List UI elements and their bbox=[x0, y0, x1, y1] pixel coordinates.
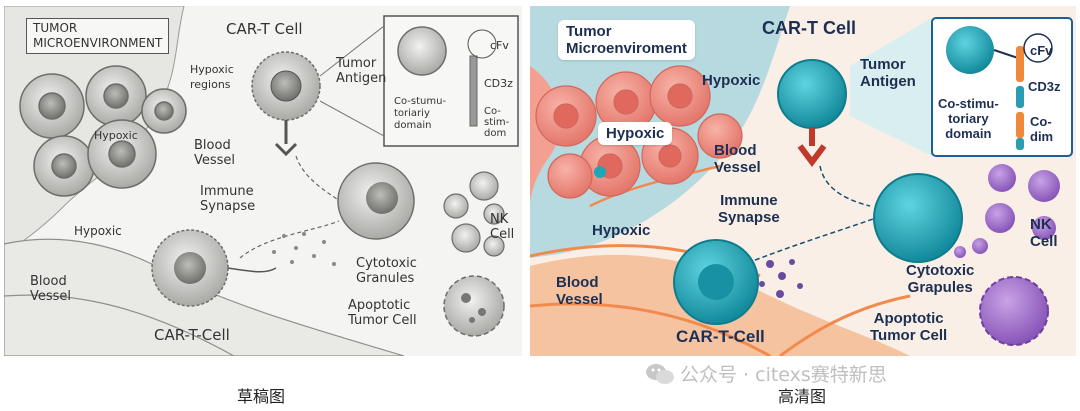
hd-label-immune-synapse: Immune Synapse bbox=[718, 192, 780, 226]
hd-label-blood-vessel-mid: Blood Vessel bbox=[714, 142, 761, 176]
caption-hd: 高清图 bbox=[778, 387, 827, 406]
sketch-label-cd3z: CD3z bbox=[484, 77, 513, 90]
sketch-car-t-bottom bbox=[151, 229, 277, 307]
hd-label-tumor-antigen: Tumor Antigen bbox=[860, 56, 916, 90]
sketch-label-blood-vessel-left: Blood Vessel bbox=[30, 274, 72, 304]
sketch-label-hypoxic-regions: Hypoxic regions bbox=[190, 63, 234, 91]
hd-label-hypoxic-top: Hypoxic bbox=[702, 72, 761, 89]
hd-panel: Tumor Microenviroment CAR-T Cell Tumor A… bbox=[530, 6, 1076, 356]
sketch-label-hypoxic-center: Hypoxic bbox=[94, 129, 138, 142]
hd-label-cfv: cFv bbox=[1030, 43, 1053, 58]
sketch-label-hypoxic-lower: Hypoxic bbox=[74, 224, 122, 238]
hd-label-co-stim-domain: Co-stimu- toriary domain bbox=[938, 96, 999, 141]
sketch-label-car-t-top: CAR-T Cell bbox=[226, 20, 303, 38]
hd-label-blood-vessel-left: Blood Vessel bbox=[556, 274, 603, 308]
hd-label-hypoxic-lower: Hypoxic bbox=[592, 222, 651, 239]
hd-label-cytotoxic-granules: Cytotoxic Grapules bbox=[906, 262, 975, 296]
sketch-target-cell bbox=[337, 162, 415, 240]
sketch-label-blood-vessel-mid: Blood Vessel bbox=[194, 138, 236, 168]
sketch-granules bbox=[272, 232, 336, 266]
caption-sketch: 草稿图 bbox=[237, 387, 286, 406]
hd-apoptotic-cell bbox=[979, 276, 1049, 346]
sketch-panel: TUMOR MICROENVIRONMENT CAR-T Cell Hypoxi… bbox=[4, 6, 522, 356]
watermark-text: 公众号 · citexs赛特新思 bbox=[680, 364, 887, 386]
hd-granules bbox=[759, 259, 803, 298]
sketch-label-nk-cell: NK Cell bbox=[490, 212, 515, 242]
wechat-icon bbox=[646, 364, 674, 384]
sketch-label-tumor-antigen: Tumor Antigen bbox=[336, 56, 387, 86]
sketch-tumor-cells bbox=[19, 65, 187, 197]
sketch-label-car-t-bottom: CAR-T-Cell bbox=[154, 326, 230, 344]
hd-label-tumor-microenvironment: Tumor Microenviroment bbox=[558, 20, 695, 60]
hd-label-nk-cell: NK Cell bbox=[1030, 216, 1058, 250]
hd-label-car-t-bottom: CAR-T-Cell bbox=[676, 327, 765, 346]
hd-label-apoptotic-tumor-cell: Apoptotic Tumor Cell bbox=[870, 310, 948, 344]
hd-label-co-dim: Co- dim bbox=[1030, 114, 1054, 144]
hd-target-cell bbox=[873, 173, 963, 263]
sketch-label-apoptotic-tumor-cell: Apoptotic Tumor Cell bbox=[348, 298, 417, 328]
hd-car-t-top bbox=[777, 59, 847, 167]
sketch-nk-cells bbox=[443, 171, 505, 257]
sketch-label-immune-synapse: Immune Synapse bbox=[200, 184, 256, 214]
sketch-label-cfv: cFv bbox=[490, 39, 509, 52]
hd-car-t-bottom bbox=[673, 239, 759, 325]
sketch-car-t-top bbox=[251, 51, 321, 157]
hd-tumor-cells bbox=[535, 65, 743, 199]
sketch-label-cytotoxic-granules: Cytotoxic Granules bbox=[356, 256, 417, 286]
hd-label-car-t-top: CAR-T Cell bbox=[762, 18, 856, 38]
sketch-label-co-stim-domain: Co-stumu- toriariy domain bbox=[394, 96, 447, 131]
hd-label-cd3z: CD3z bbox=[1028, 79, 1061, 94]
hd-nk-cells bbox=[954, 164, 1060, 258]
sketch-illustration bbox=[4, 6, 519, 356]
sketch-label-tumor-microenvironment: TUMOR MICROENVIRONMENT bbox=[26, 18, 170, 54]
hd-label-hypoxic-box: Hypoxic bbox=[598, 122, 673, 145]
sketch-label-co-stim: Co- stim- dom bbox=[484, 106, 510, 139]
sketch-apoptotic-cell bbox=[443, 275, 505, 337]
